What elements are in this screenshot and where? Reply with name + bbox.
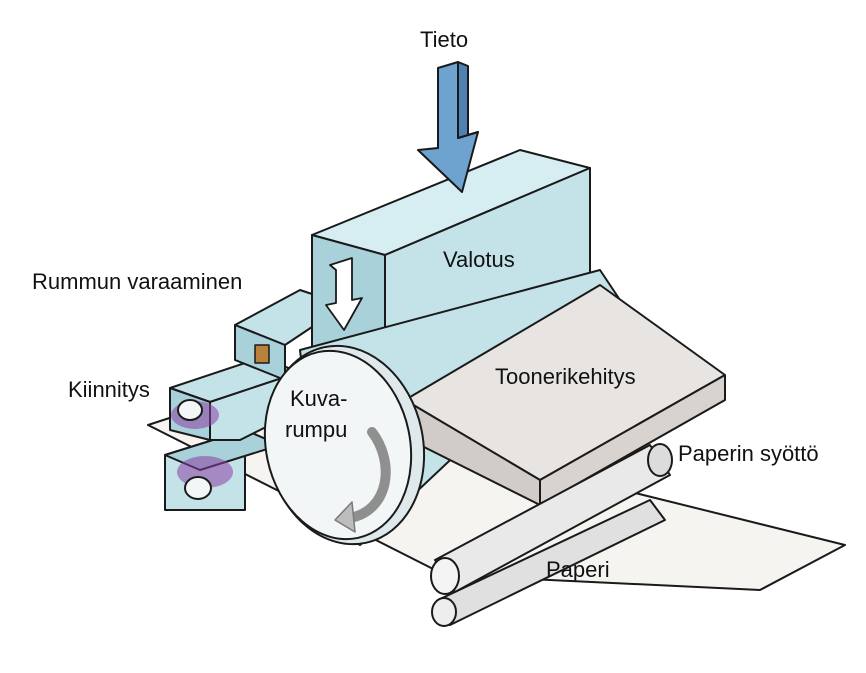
label-paper-feed: Paperin syöttö <box>678 441 819 466</box>
fuser-upper-roller <box>177 399 203 421</box>
imaging-drum-face <box>263 349 413 541</box>
label-data-input: Tieto <box>420 27 469 52</box>
drum-rotation-arrowhead-icon <box>334 501 356 533</box>
data-input-arrow-side <box>457 61 479 139</box>
label-drum-line1: Kuva- <box>290 386 348 411</box>
label-exposure: Valotus <box>443 247 515 272</box>
label-paper: Paperi <box>546 557 610 582</box>
charger-contact <box>254 344 270 364</box>
fuser-lower-roller <box>184 476 212 500</box>
toner-unit-side <box>539 374 726 506</box>
paper-feed-upper-roller <box>430 443 673 595</box>
paper-feed-lower-roller <box>431 499 666 627</box>
drum-rotation-icon <box>345 427 391 523</box>
label-drum-line2: rumpu <box>285 417 348 442</box>
label-toner-development: Toonerikehitys <box>495 364 636 389</box>
label-drum-charging: Rummun varaaminen <box>32 269 243 294</box>
exposure-arrow-icon <box>325 257 363 331</box>
label-fixing: Kiinnitys <box>68 377 150 402</box>
